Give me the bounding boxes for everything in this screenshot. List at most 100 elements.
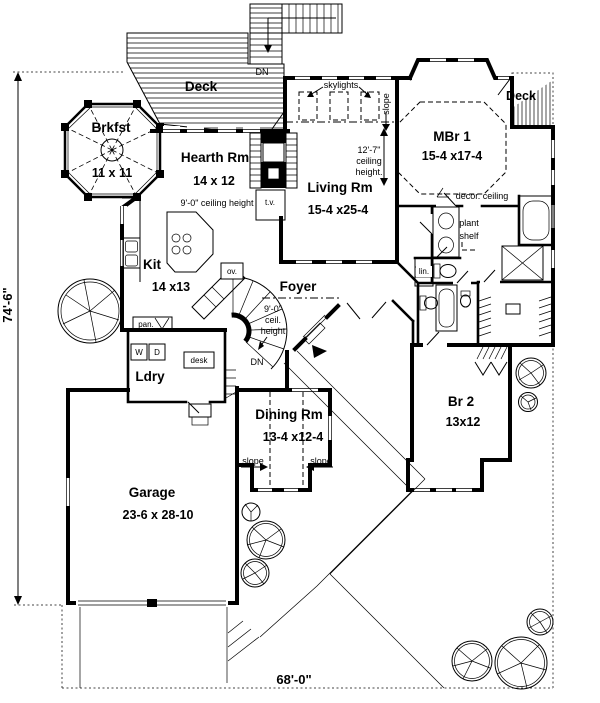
label-slope-living: slope [381, 93, 391, 115]
label-decor-ceiling: decor. ceiling [456, 191, 509, 201]
label-hearth-name: Hearth Rm [181, 150, 249, 165]
interior-walls [126, 194, 555, 404]
washer [130, 343, 148, 361]
property-lines [13, 71, 554, 689]
tv-niche [255, 189, 286, 221]
hall-sink [460, 294, 471, 308]
hall-toilet [424, 296, 438, 310]
label-ov: ov. [227, 267, 237, 276]
fireplace [249, 131, 298, 189]
label-living-ceil-1: 12'-7" [358, 145, 381, 155]
plant-shelf-leader [461, 242, 476, 251]
tree [241, 502, 261, 522]
hall-bath [419, 284, 471, 332]
label-deck-right: Deck [506, 89, 536, 103]
label-desk: desk [191, 356, 209, 365]
label-living-name: Living Rm [307, 180, 372, 195]
label-mbr-name: MBr 1 [433, 129, 471, 144]
label-pan: pan. [138, 320, 154, 329]
label-skylights: skylights [324, 80, 359, 90]
entry-sidelight [302, 314, 328, 340]
label-lin: lin. [419, 267, 429, 276]
stair-direction-arrow [267, 17, 336, 48]
master-bath [432, 195, 554, 281]
tree [518, 392, 538, 412]
breakfast-ceiling-medallion [100, 138, 124, 162]
label-brkfst-dims: 11 x 11 [92, 166, 132, 180]
shower [501, 245, 544, 281]
label-kit-dims: 14 x13 [152, 280, 190, 294]
door-openings [292, 201, 500, 395]
label-foyer-ceil-3: height [261, 326, 286, 336]
kitchen-sink [122, 237, 141, 269]
desk-box [183, 351, 215, 369]
pantry [132, 316, 173, 331]
label-living-dims: 15-4 x25-4 [308, 203, 369, 217]
garage-door [76, 599, 228, 607]
label-shelf: shelf [459, 231, 479, 241]
oven-box [220, 262, 244, 280]
label-dryer: D [154, 348, 160, 357]
label-washer: W [135, 348, 143, 357]
label-hearth-ceiling: 9'-0" ceiling height [181, 198, 254, 208]
master-tub [518, 195, 554, 246]
toilet [439, 264, 457, 278]
ceiling-lines [262, 91, 507, 487]
skylight-2 [329, 91, 349, 121]
laundry-fixtures [130, 316, 215, 426]
annotation-arrows [241, 86, 449, 471]
label-dn-deck: DN [256, 67, 269, 77]
left-dimension-line [14, 72, 22, 605]
windows [63, 55, 558, 506]
trees [57, 278, 554, 690]
tree [240, 558, 270, 588]
label-deck-top: Deck [185, 79, 218, 94]
label-living-ceil-2: ceiling [356, 156, 382, 166]
skylight-3 [360, 91, 380, 121]
decor-ceiling-angle-mark [436, 187, 449, 198]
tree [57, 278, 123, 344]
door-leaves [187, 78, 511, 414]
bifold-doors [474, 361, 508, 376]
br2-closet [474, 346, 508, 376]
tree [451, 640, 493, 682]
basement-stair [225, 369, 237, 399]
label-foyer-ceil-1: 9'-0" [264, 304, 282, 314]
tree [515, 357, 547, 389]
label-garage-dims: 23-6 x 28-10 [123, 508, 194, 522]
label-width-dimension: 68'-0" [276, 672, 311, 687]
walk-in-closet [478, 296, 552, 337]
label-living-ceil-3: height. [355, 167, 382, 177]
label-kit-name: Kit [143, 257, 162, 272]
double-vanity [432, 206, 460, 258]
label-foyer-name: Foyer [280, 279, 318, 294]
label-ldry-name: Ldry [135, 369, 165, 384]
label-depth-dimension: 74'-6" [0, 287, 15, 322]
label-hearth-dims: 14 x 12 [193, 174, 235, 188]
label-lin-group: lin. [416, 266, 432, 277]
tree [494, 636, 548, 690]
entry-door [303, 322, 327, 358]
label-garage-name: Garage [129, 485, 176, 500]
label-br2-dims: 13x12 [446, 415, 481, 429]
labels: Brkfst 11 x 11 Deck DN Hearth Rm 14 x 12… [0, 67, 536, 687]
breakfast-bay [61, 100, 164, 201]
kitchen-fixtures [122, 197, 214, 282]
skylight-1 [298, 91, 318, 121]
hall-tub [435, 284, 458, 332]
label-slope-dining-right: slope [310, 456, 332, 466]
decor-ceiling-octagon [397, 101, 507, 195]
deck-stairs [249, 3, 343, 65]
main-stair [191, 262, 288, 370]
tree [526, 608, 554, 636]
deck-top-hatch [127, 37, 284, 129]
label-foyer-ceil-2: ceil. [265, 315, 281, 325]
entry-door-swing [312, 345, 327, 358]
label-brkfst-name: Brkfst [91, 120, 131, 135]
label-dining-name: Dining Rm [255, 407, 323, 422]
label-br2-name: Br 2 [448, 394, 474, 409]
label-mbr-dims: 15-4 x17-4 [422, 149, 483, 163]
label-dn-foyer: DN [251, 357, 264, 367]
